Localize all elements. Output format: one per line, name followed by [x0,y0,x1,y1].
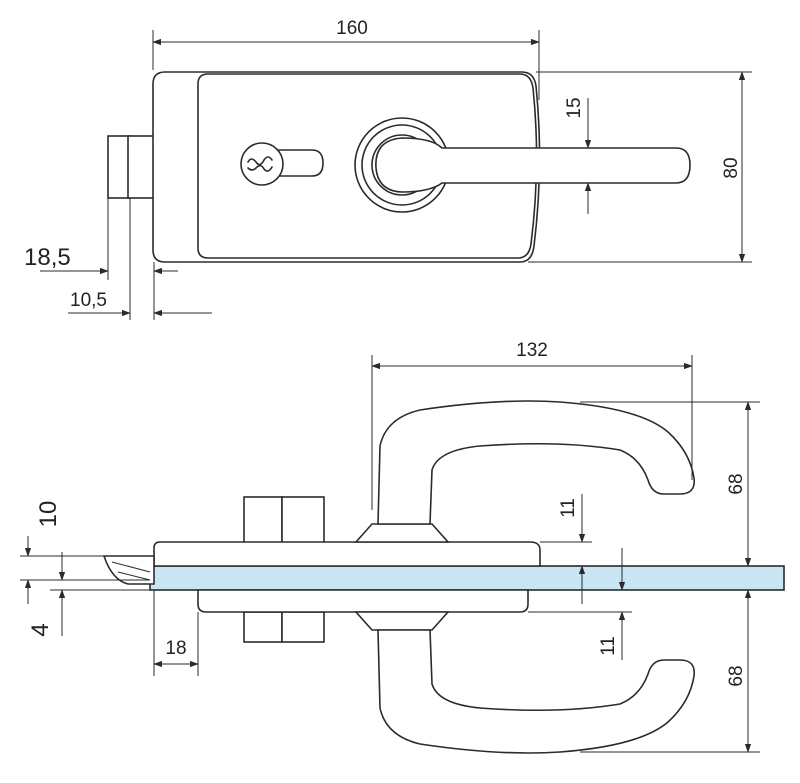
dim-label-handle-upper: 68 [726,473,747,494]
dim-label-plate-upper: 10 [35,501,62,528]
dim-label-width: 160 [336,18,368,39]
rose-lower [354,611,450,631]
dim-label-height: 80 [721,157,742,178]
section-view: 132 68 68 11 11 10 4 18 [20,340,785,754]
dim-label-handle-lower: 68 [726,665,747,686]
glass-pane [149,565,785,591]
dim-label-rose-upper: 11 [558,498,579,518]
lever-lower [377,629,696,754]
dim-label-handle-reach: 132 [516,340,548,361]
bolt-block-lower-right [281,611,325,643]
cylinder-block-outer [107,135,131,199]
dim-label-cylinder-outer: 18,5 [24,244,71,271]
lever-upper [377,400,696,525]
lock-body-outer [152,71,541,263]
lock-cover-plate [197,73,538,259]
lever-handle [375,137,691,193]
front-view: 160 80 15 18,5 10,5 [24,18,752,320]
bolt-block-upper-left [243,496,283,544]
clamp-plate-lower [197,589,529,613]
cylinder-block-inner [127,135,155,199]
bolt-block-lower-left [243,611,283,643]
keyhole-slot [271,149,324,177]
dim-label-plate-inset: 18 [165,638,186,659]
clamp-plate-upper [153,541,541,567]
bolt-block-upper-right [281,496,325,544]
dim-label-rose-lower: 11 [598,636,619,656]
key-symbol-icon [247,156,273,172]
dim-label-glass-gap: 4 [27,623,54,636]
rose-upper [354,523,450,543]
dim-label-handle-offset: 15 [564,97,585,118]
dim-label-cylinder-inner: 10,5 [70,290,107,311]
